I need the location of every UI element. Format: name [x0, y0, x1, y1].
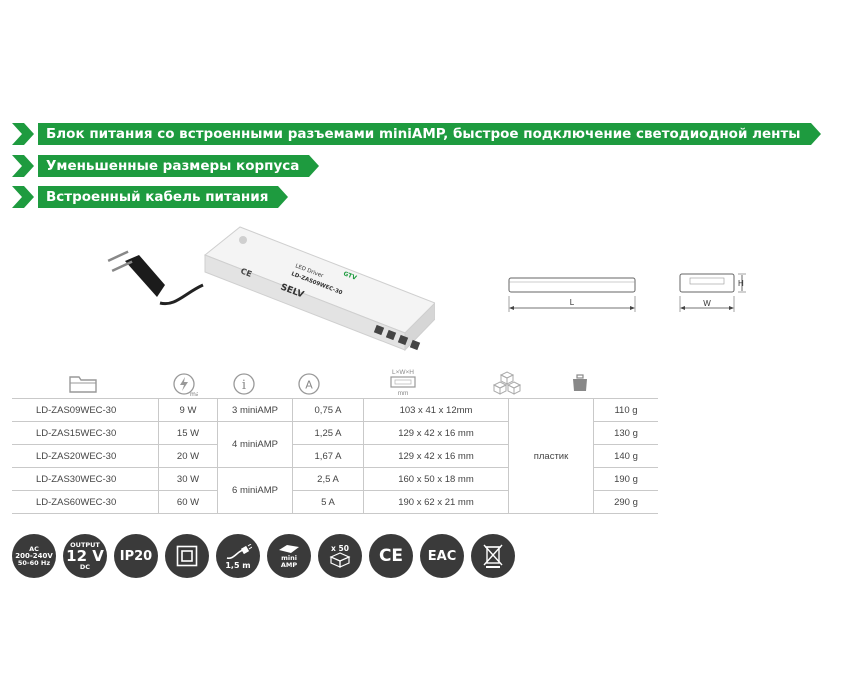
banner-text: Встроенный кабель питания: [38, 186, 279, 208]
chevron-right-icon: [12, 186, 34, 208]
weight-cell: 130 g: [593, 421, 658, 445]
size-cell: 190 x 62 x 21 mm: [363, 490, 509, 514]
spec-table: LD-ZAS09WEC-30 9 W 3 miniAMP 0,75 A 103 …: [12, 398, 658, 514]
banner-text: Блок питания со встроенными разъемами mi…: [38, 123, 811, 145]
outputs-cell: 6 miniAMP: [217, 467, 293, 514]
double-insulation-icon: [165, 534, 209, 578]
outputs-cell: 3 miniAMP: [217, 398, 293, 422]
power-cell: 30 W: [158, 467, 218, 491]
label-ce: CE: [239, 266, 253, 278]
material-cell: пластик: [508, 398, 594, 514]
ip-rating-badge: IP20: [114, 534, 158, 578]
weight-cell: 290 g: [593, 490, 658, 514]
svg-text:A: A: [305, 379, 313, 392]
eac-mark-badge: EAC: [420, 534, 464, 578]
banner-tip: [810, 123, 821, 145]
current-cell: 2,5 A: [292, 467, 364, 491]
table-row: LD-ZAS30WEC-30 30 W 6 miniAMP 2,5 A 160 …: [12, 467, 658, 514]
current-cell: 0,75 A: [292, 398, 364, 422]
model-cell: LD-ZAS15WEC-30: [12, 421, 159, 445]
product-image: LED Driver LD-ZAS09WEC-30 GTV CE SELV: [107, 226, 435, 352]
cable-length-badge: 1,5 m: [216, 534, 260, 578]
size-cell: 160 x 50 x 18 mm: [363, 467, 509, 491]
banner-text: Уменьшенные размеры корпуса: [38, 155, 310, 177]
svg-text:max: max: [190, 391, 198, 398]
plug-icon: [226, 543, 252, 559]
length-drawing: L: [508, 277, 636, 312]
ac-input-badge: AC 200-240V 50-60 Hz: [12, 534, 56, 578]
weight-icon: [573, 374, 587, 391]
box-icon: [329, 551, 351, 568]
outputs-cell: 4 miniAMP: [217, 421, 293, 468]
banner-1: Блок питания со встроенными разъемами mi…: [12, 123, 821, 145]
power-max-icon: max: [173, 373, 198, 398]
weee-bin-icon: [471, 534, 515, 578]
dimensions-icon: L×W×H mm: [390, 369, 416, 397]
pack-quantity-badge: x 50: [318, 534, 362, 578]
svg-text:L×W×H: L×W×H: [392, 369, 414, 376]
chevron-right-icon: [12, 123, 34, 145]
ce-mark-badge: CE: [369, 534, 413, 578]
power-cell: 60 W: [158, 490, 218, 514]
table-row: LD-ZAS60WEC-30 60 W 5 A 190 x 62 x 21 mm…: [12, 490, 658, 514]
info-icon: i: [233, 373, 255, 395]
power-cell: 20 W: [158, 444, 218, 468]
connector-icon: [279, 545, 299, 553]
width-label: W: [703, 299, 711, 308]
output-voltage-badge: OUTPUT 12 V DC: [63, 534, 107, 578]
folder-icon: [69, 376, 97, 393]
length-label: L: [570, 298, 575, 307]
model-cell: LD-ZAS60WEC-30: [12, 490, 159, 514]
banner-3: Встроенный кабель питания: [12, 186, 289, 208]
banner-tip: [278, 186, 289, 208]
weight-cell: 110 g: [593, 398, 658, 422]
model-cell: LD-ZAS30WEC-30: [12, 467, 159, 491]
height-label: H: [738, 279, 744, 288]
current-cell: 5 A: [292, 490, 364, 514]
model-cell: LD-ZAS09WEC-30: [12, 398, 159, 422]
current-cell: 1,67 A: [292, 444, 364, 468]
size-cell: 129 x 42 x 16 mm: [363, 444, 509, 468]
material-cubes-icon: [492, 371, 522, 395]
banner-2: Уменьшенные размеры корпуса: [12, 155, 320, 177]
miniamp-badge: mini AMP: [267, 534, 311, 578]
size-cell: 129 x 42 x 16 mm: [363, 421, 509, 445]
weight-cell: 190 g: [593, 467, 658, 491]
weight-cell: 140 g: [593, 444, 658, 468]
banner-tip: [309, 155, 320, 177]
model-cell: LD-ZAS20WEC-30: [12, 444, 159, 468]
plug-icon: [107, 250, 165, 297]
svg-text:i: i: [242, 378, 246, 393]
current-cell: 1,25 A: [292, 421, 364, 445]
size-cell: 103 x 41 x 12mm: [363, 398, 509, 422]
table-row: LD-ZAS09WEC-30 9 W 3 miniAMP 0,75 A 103 …: [12, 398, 658, 514]
chevron-right-icon: [12, 155, 34, 177]
table-row: LD-ZAS15WEC-30 15 W 4 miniAMP 1,25 A 129…: [12, 421, 658, 468]
current-icon: A: [298, 373, 320, 395]
width-height-drawing: H W: [679, 273, 746, 312]
power-cell: 9 W: [158, 398, 218, 422]
badges-row: AC 200-240V 50-60 Hz OUTPUT 12 V DC IP20…: [12, 534, 515, 578]
power-cell: 15 W: [158, 421, 218, 445]
label-brand: GTV: [342, 270, 357, 282]
svg-text:mm: mm: [398, 390, 409, 397]
